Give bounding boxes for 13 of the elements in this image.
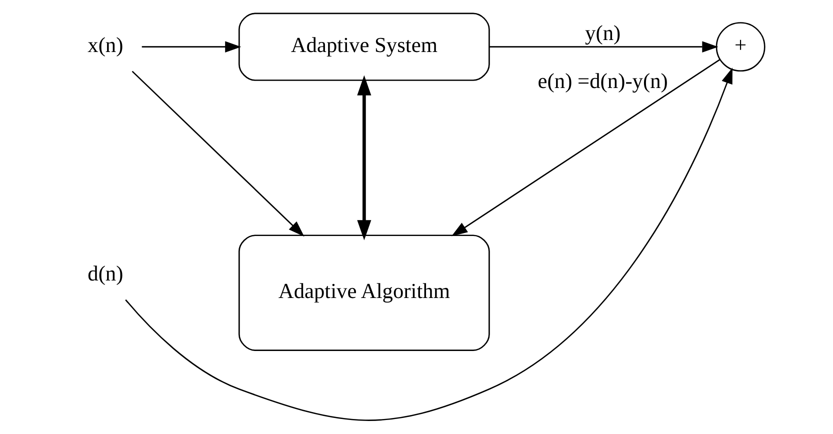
node-text: x(n) (87, 32, 123, 57)
edge-label: y(n) (584, 20, 620, 45)
arrow (124, 68, 732, 421)
node-circle: + (715, 22, 765, 72)
edge-label: e(n) =d(n)-y(n) (537, 69, 668, 94)
arrow (488, 41, 718, 52)
arrow (356, 75, 371, 240)
arrow (141, 41, 241, 52)
node-box: Adaptive Algorithm (238, 234, 490, 352)
arrow (131, 70, 304, 237)
node-text: d(n) (87, 262, 123, 286)
node-box: Adaptive System (238, 12, 490, 81)
arrow (450, 59, 720, 236)
